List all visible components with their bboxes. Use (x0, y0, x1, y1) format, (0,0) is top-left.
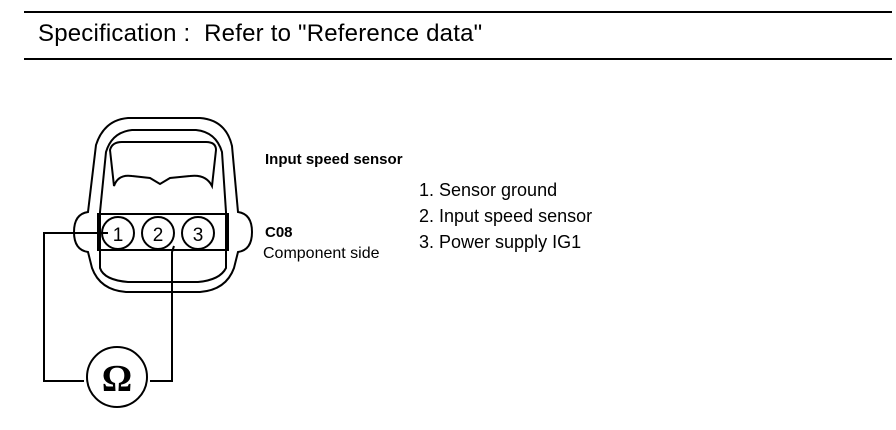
signal-probe-lead (150, 245, 175, 382)
pin-list: 1. Sensor ground 2. Input speed sensor 3… (419, 177, 592, 255)
terminal-2-circle (141, 216, 175, 250)
terminal-2-label: 2 (153, 225, 164, 246)
sensor-title: Input speed sensor (265, 151, 403, 168)
terminal-3-circle (181, 216, 215, 250)
bottom-rule (24, 58, 892, 60)
top-rule (24, 11, 892, 13)
ohmmeter-symbol: Ω (102, 358, 132, 400)
pin-list-item: 1. Sensor ground (419, 180, 558, 200)
connector-housing-outer (72, 117, 254, 293)
terminal-1-label: 1 (113, 225, 124, 246)
connector-housing-inner (99, 129, 227, 283)
connector-latch (108, 141, 218, 190)
connector-side: Component side (263, 245, 380, 262)
connector-code: C08 (265, 224, 293, 241)
specification-text: Specification : Refer to "Reference data… (38, 20, 483, 47)
pin-list-item: 3. Power supply IG1 (419, 232, 582, 252)
terminal-3-label: 3 (193, 225, 204, 246)
terminal-cavity (97, 213, 229, 251)
pin-list-item: 2. Input speed sensor (419, 206, 593, 226)
connector-icon (72, 117, 254, 293)
ground-probe-lead (43, 232, 108, 382)
ohmmeter-icon (86, 346, 148, 408)
